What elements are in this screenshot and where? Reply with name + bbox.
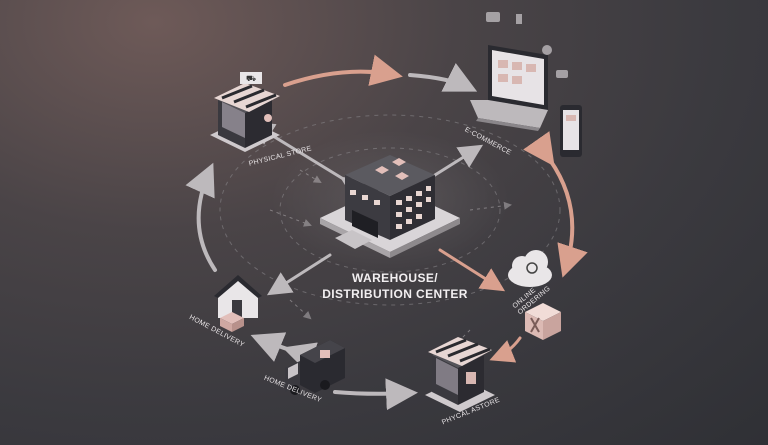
center-title: WAREHOUSE/ DISTRIBUTION CENTER <box>320 270 470 302</box>
center-title-line2: DISTRIBUTION CENTER <box>322 287 468 301</box>
laptop-icon <box>470 45 548 131</box>
parcel-box-icon <box>525 303 561 340</box>
arrow-home-truck <box>250 332 318 373</box>
warehouse-icon <box>320 155 460 258</box>
store-icon-top: ⛟ <box>210 72 280 152</box>
center-title-line1: WAREHOUSE/ <box>351 271 438 285</box>
house-icon <box>214 275 262 332</box>
arrow-ecommerce-online <box>523 131 588 278</box>
arrow-home-to-store <box>185 162 217 272</box>
phone-icon <box>560 105 582 157</box>
store-icon-bottom <box>425 337 495 412</box>
arrow-online-store <box>489 336 522 363</box>
truck-icon <box>285 340 345 395</box>
arrow-truck-store <box>333 378 418 411</box>
outer-cycle-arrows <box>185 54 588 411</box>
floating-icons <box>486 12 568 78</box>
svg-text:⛟: ⛟ <box>246 74 256 83</box>
cloud-icon <box>508 250 552 287</box>
arrow-store-to-ecommerce-a <box>283 54 403 87</box>
arrow-store-to-ecommerce-b <box>408 62 478 92</box>
